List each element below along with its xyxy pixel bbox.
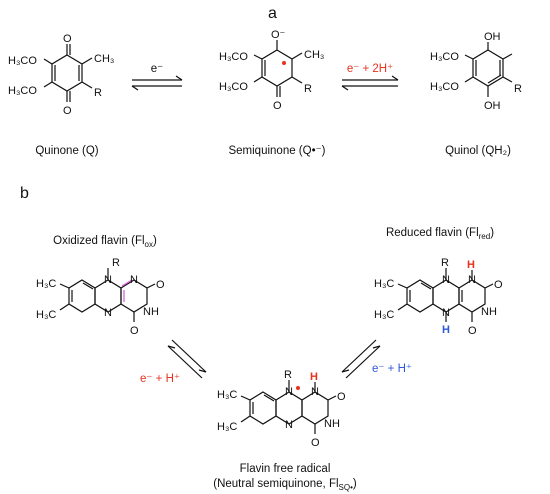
equilibrium-arrow-left	[167, 339, 207, 379]
quinol-oh-top: OH	[484, 31, 501, 43]
semiquinone-r: R	[304, 83, 312, 95]
semiquinone-structure: O⁻ O H₃CO H₃CO CH₃ R	[219, 29, 324, 112]
quinol-structure: OH OH H₃CO H₃CO R	[430, 31, 522, 112]
quinol-methoxy-1: H₃CO	[430, 51, 459, 63]
semiquinone-o-top: O⁻	[271, 29, 286, 41]
equilibrium-arrow-2	[341, 75, 399, 91]
oxidized-flavin-o2: O	[156, 279, 165, 291]
panel-b-label: b	[20, 185, 29, 202]
semiquinone-methyl: CH₃	[304, 49, 324, 61]
quinol-r: R	[514, 83, 522, 95]
semiquinone-methoxy-1: H₃CO	[219, 51, 248, 63]
semiquinone-caption: Semiquinone (Q•⁻)	[228, 145, 325, 157]
quinone-methoxy-1: H₃CO	[8, 55, 37, 67]
oxidized-flavin-n1: N	[130, 274, 138, 286]
reduced-flavin-caption: Reduced flavin (Flred)	[386, 227, 494, 241]
quinone-r: R	[94, 87, 102, 99]
quinol-methoxy-2: H₃CO	[430, 81, 459, 93]
quinone-o-top: O	[63, 33, 72, 45]
flavin-radical-nh: NH	[324, 418, 340, 430]
flavin-radical-r: R	[284, 369, 292, 381]
panel-a-label: a	[268, 5, 277, 22]
flavin-radical-caption-line2: (Neutral semiquinone, FlSQ•)	[213, 478, 357, 492]
oxidized-flavin-n5: N	[104, 307, 112, 319]
radical-dot-semiquinone	[282, 61, 286, 65]
radical-dot-flavin	[296, 386, 300, 390]
reduced-flavin-o4: O	[468, 325, 477, 337]
oxidized-flavin-methyl-2: H₃C	[36, 309, 56, 321]
reduced-flavin-r: R	[441, 257, 449, 269]
oxidized-flavin-caption: Oxidized flavin (Flox)	[53, 235, 157, 249]
flavin-radical-n10: N	[285, 386, 293, 398]
equilibrium-arrow-right	[341, 339, 381, 379]
reduced-flavin-methyl-1: H₃C	[374, 278, 394, 290]
reduced-flavin-n1: N	[468, 274, 476, 286]
flavin-radical-methyl-2: H₃C	[217, 421, 237, 433]
arrow2-label: e⁻ + 2H⁺	[347, 63, 393, 75]
flavin-radical-h1: H	[310, 371, 318, 383]
flavin-radical-o4: O	[311, 437, 320, 449]
quinone-caption: Quinone (Q)	[35, 145, 98, 157]
reduced-flavin-structure: N N N NH O O R H H H₃C H₃C	[374, 257, 503, 337]
oxidized-flavin-structure: N N N NH O O R H₃C H₃C	[36, 257, 165, 337]
oxidized-flavin-nh: NH	[143, 306, 159, 318]
right-arrow-label: e⁻ + H⁺	[372, 363, 412, 375]
quinone-o-bottom: O	[63, 105, 72, 117]
semiquinone-o-bottom: O	[273, 100, 282, 112]
flavin-radical-structure: N N N NH O O R H H₃C H₃C	[217, 369, 346, 449]
flavin-radical-n1: N	[311, 386, 319, 398]
equilibrium-arrow-1	[131, 75, 183, 91]
reduced-flavin-h5: H	[442, 324, 450, 336]
reduced-flavin-h1: H	[467, 259, 475, 271]
reduced-flavin-o2: O	[494, 279, 503, 291]
reduced-flavin-n10: N	[442, 274, 450, 286]
reduced-flavin-nh: NH	[481, 306, 497, 318]
quinone-methyl: CH₃	[94, 53, 114, 65]
quinol-oh-bottom: OH	[484, 100, 501, 112]
flavin-radical-o2: O	[337, 391, 346, 403]
semiquinone-methoxy-2: H₃CO	[219, 81, 248, 93]
flavin-radical-caption-line1: Flavin free radical	[240, 463, 331, 475]
quinol-caption: Quinol (QH₂)	[445, 145, 511, 157]
reduced-flavin-n5: N	[442, 307, 450, 319]
oxidized-flavin-o4: O	[130, 325, 139, 337]
flavin-radical-methyl-1: H₃C	[217, 389, 237, 401]
arrow1-label: e⁻	[151, 63, 163, 75]
oxidized-flavin-n10: N	[104, 274, 112, 286]
oxidized-flavin-methyl-1: H₃C	[36, 278, 56, 290]
left-arrow-label: e⁻ + H⁺	[140, 373, 180, 385]
quinone-structure: O O H₃CO H₃CO CH₃ R	[8, 33, 114, 117]
oxidized-flavin-r: R	[112, 257, 120, 269]
flavin-radical-n5: N	[285, 419, 293, 431]
reduced-flavin-methyl-2: H₃C	[374, 309, 394, 321]
quinone-methoxy-2: H₃CO	[8, 85, 37, 97]
